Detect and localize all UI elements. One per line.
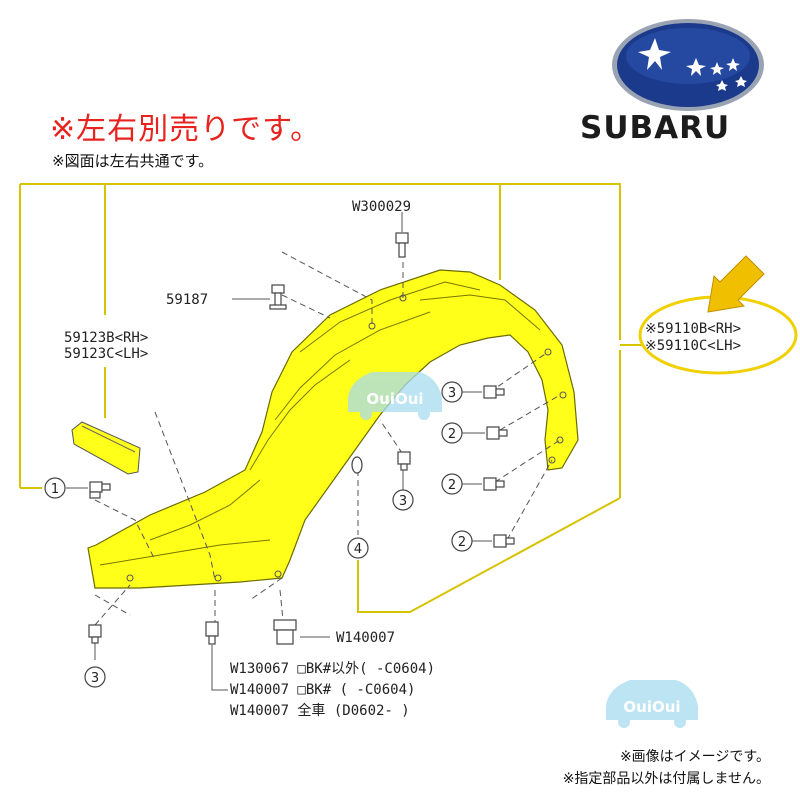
ref-number-2: 2 xyxy=(448,427,456,442)
label-w140007-row1: W140007 □BK# ( -C0604) xyxy=(230,682,415,698)
clip-w300029-icon xyxy=(395,232,409,258)
solid-leaders xyxy=(66,212,492,691)
clip-ref2-a-icon xyxy=(486,426,508,440)
leader-lines xyxy=(94,251,561,626)
parts-not-included-note: ※指定部品以外は付属しません。 xyxy=(562,771,770,787)
subaru-wordmark: SUBARU xyxy=(580,110,731,146)
ref-number-4: 4 xyxy=(354,542,362,557)
label-w140007-bolt: W140007 xyxy=(336,630,395,646)
drawing-common-notice: ※図面は左右共通です。 xyxy=(52,152,214,170)
watermark-car-icon xyxy=(348,372,698,728)
ref-number-1: 1 xyxy=(51,482,59,497)
subaru-emblem-icon xyxy=(612,19,764,111)
bolt-w140007-icon xyxy=(273,619,297,645)
label-w300029: W300029 xyxy=(352,199,411,215)
clip-ref1-icon xyxy=(89,481,111,499)
label-w130067-row: W130067 □BK#以外( -C0604) xyxy=(230,661,435,677)
label-59187: 59187 xyxy=(166,292,208,308)
clip-ref3-b-icon xyxy=(397,451,411,471)
label-59123b-rh: 59123B<RH> xyxy=(64,330,148,346)
clip-ref2-b-icon xyxy=(483,477,505,491)
callout-arrow-icon xyxy=(707,255,765,313)
label-59110b-rh: ※59110B<RH> xyxy=(645,321,741,337)
ref-number-2: 2 xyxy=(448,478,456,493)
watermark-label: OuiOui xyxy=(366,390,423,408)
clip-ref3-c-icon xyxy=(88,624,102,644)
assembly-frame-lines xyxy=(19,183,642,613)
ref-number-3: 3 xyxy=(91,671,99,686)
reference-numbers: 1 3 2 2 2 3 4 3 xyxy=(51,386,466,686)
clip-ref3-a-icon xyxy=(483,385,505,399)
watermark-text: OuiOui OuiOui xyxy=(366,390,680,716)
part-callout xyxy=(638,255,798,375)
fender-liner-part xyxy=(87,269,579,589)
fastener-icons xyxy=(88,232,515,645)
ref-number-3: 3 xyxy=(399,494,407,509)
watermark-label: OuiOui xyxy=(623,698,680,716)
label-59123c-lh: 59123C<LH> xyxy=(64,346,148,362)
part-labels: W300029 59187 59123B<RH> 59123C<LH> ※591… xyxy=(64,199,741,719)
bolt-59187-icon xyxy=(269,284,287,310)
image-representation-note: ※画像はイメージです。 xyxy=(619,749,770,765)
label-59110c-lh: ※59110C<LH> xyxy=(645,338,741,354)
bracket-59123-part xyxy=(71,421,141,475)
ref-number-2: 2 xyxy=(458,535,466,550)
clip-w130067-icon xyxy=(205,621,219,645)
washer-ref4-icon xyxy=(351,456,363,474)
ref-number-3: 3 xyxy=(448,386,456,401)
clip-ref2-c-icon xyxy=(493,534,515,548)
separate-sale-notice: ※左右別売りです。 xyxy=(50,112,322,147)
label-w140007-row2: W140007 全車 (D0602- ) xyxy=(230,702,410,719)
reference-circles xyxy=(44,381,473,688)
